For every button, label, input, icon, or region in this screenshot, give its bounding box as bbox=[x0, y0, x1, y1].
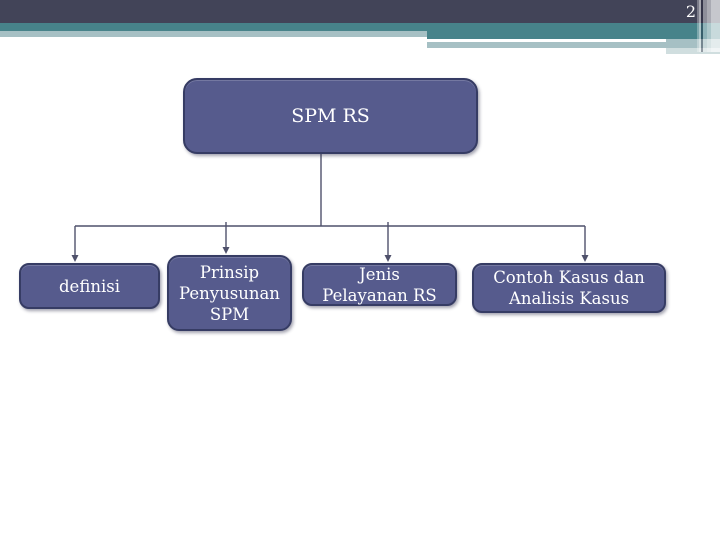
diagram-node-contoh-kasus: Contoh Kasus dan Analisis Kasus bbox=[472, 263, 666, 313]
header-teal-band bbox=[0, 23, 720, 31]
diagram-root-label: SPM RS bbox=[291, 105, 370, 127]
node-label-line: Prinsip bbox=[199, 262, 260, 282]
corner-stripe bbox=[697, 0, 699, 52]
page-number: 2 bbox=[685, 2, 696, 21]
arrowhead-icon bbox=[71, 255, 79, 262]
diagram-node-jenis-pelayanan-rs: Jenis Pelayanan RS bbox=[302, 263, 457, 306]
diagram-node-definisi: definisi bbox=[19, 263, 160, 309]
corner-stripe bbox=[703, 0, 707, 52]
corner-stripe bbox=[699, 0, 701, 52]
arrowhead-icon bbox=[222, 247, 230, 254]
corner-stripe bbox=[711, 0, 720, 52]
header-dark-bar bbox=[0, 0, 720, 23]
node-label-line: SPM bbox=[209, 304, 250, 324]
corner-stripe bbox=[701, 0, 703, 52]
diagram-root-node-spm-rs: SPM RS bbox=[183, 78, 478, 154]
header-light-band-left bbox=[0, 31, 427, 37]
node-label-line: Penyusunan bbox=[179, 283, 280, 303]
corner-stripe bbox=[707, 0, 711, 52]
header-teal-band-right bbox=[427, 31, 720, 39]
node-label-line: Jenis bbox=[359, 264, 400, 284]
node-label-line: Analisis Kasus bbox=[508, 289, 630, 308]
arrowhead-icon bbox=[581, 255, 589, 262]
header-white-gap bbox=[427, 39, 666, 42]
node-label-line: Contoh Kasus dan bbox=[493, 268, 645, 287]
node-label-line: definisi bbox=[59, 276, 120, 296]
node-label-line: Pelayanan RS bbox=[322, 285, 437, 305]
header-pale-band-right bbox=[666, 48, 720, 54]
header-light-band-right bbox=[427, 39, 720, 48]
arrowhead-icon bbox=[384, 255, 392, 262]
corner-stripes-decoration bbox=[697, 0, 720, 52]
diagram-node-prinsip-penyusunan-spm: Prinsip Penyusunan SPM bbox=[167, 255, 292, 331]
